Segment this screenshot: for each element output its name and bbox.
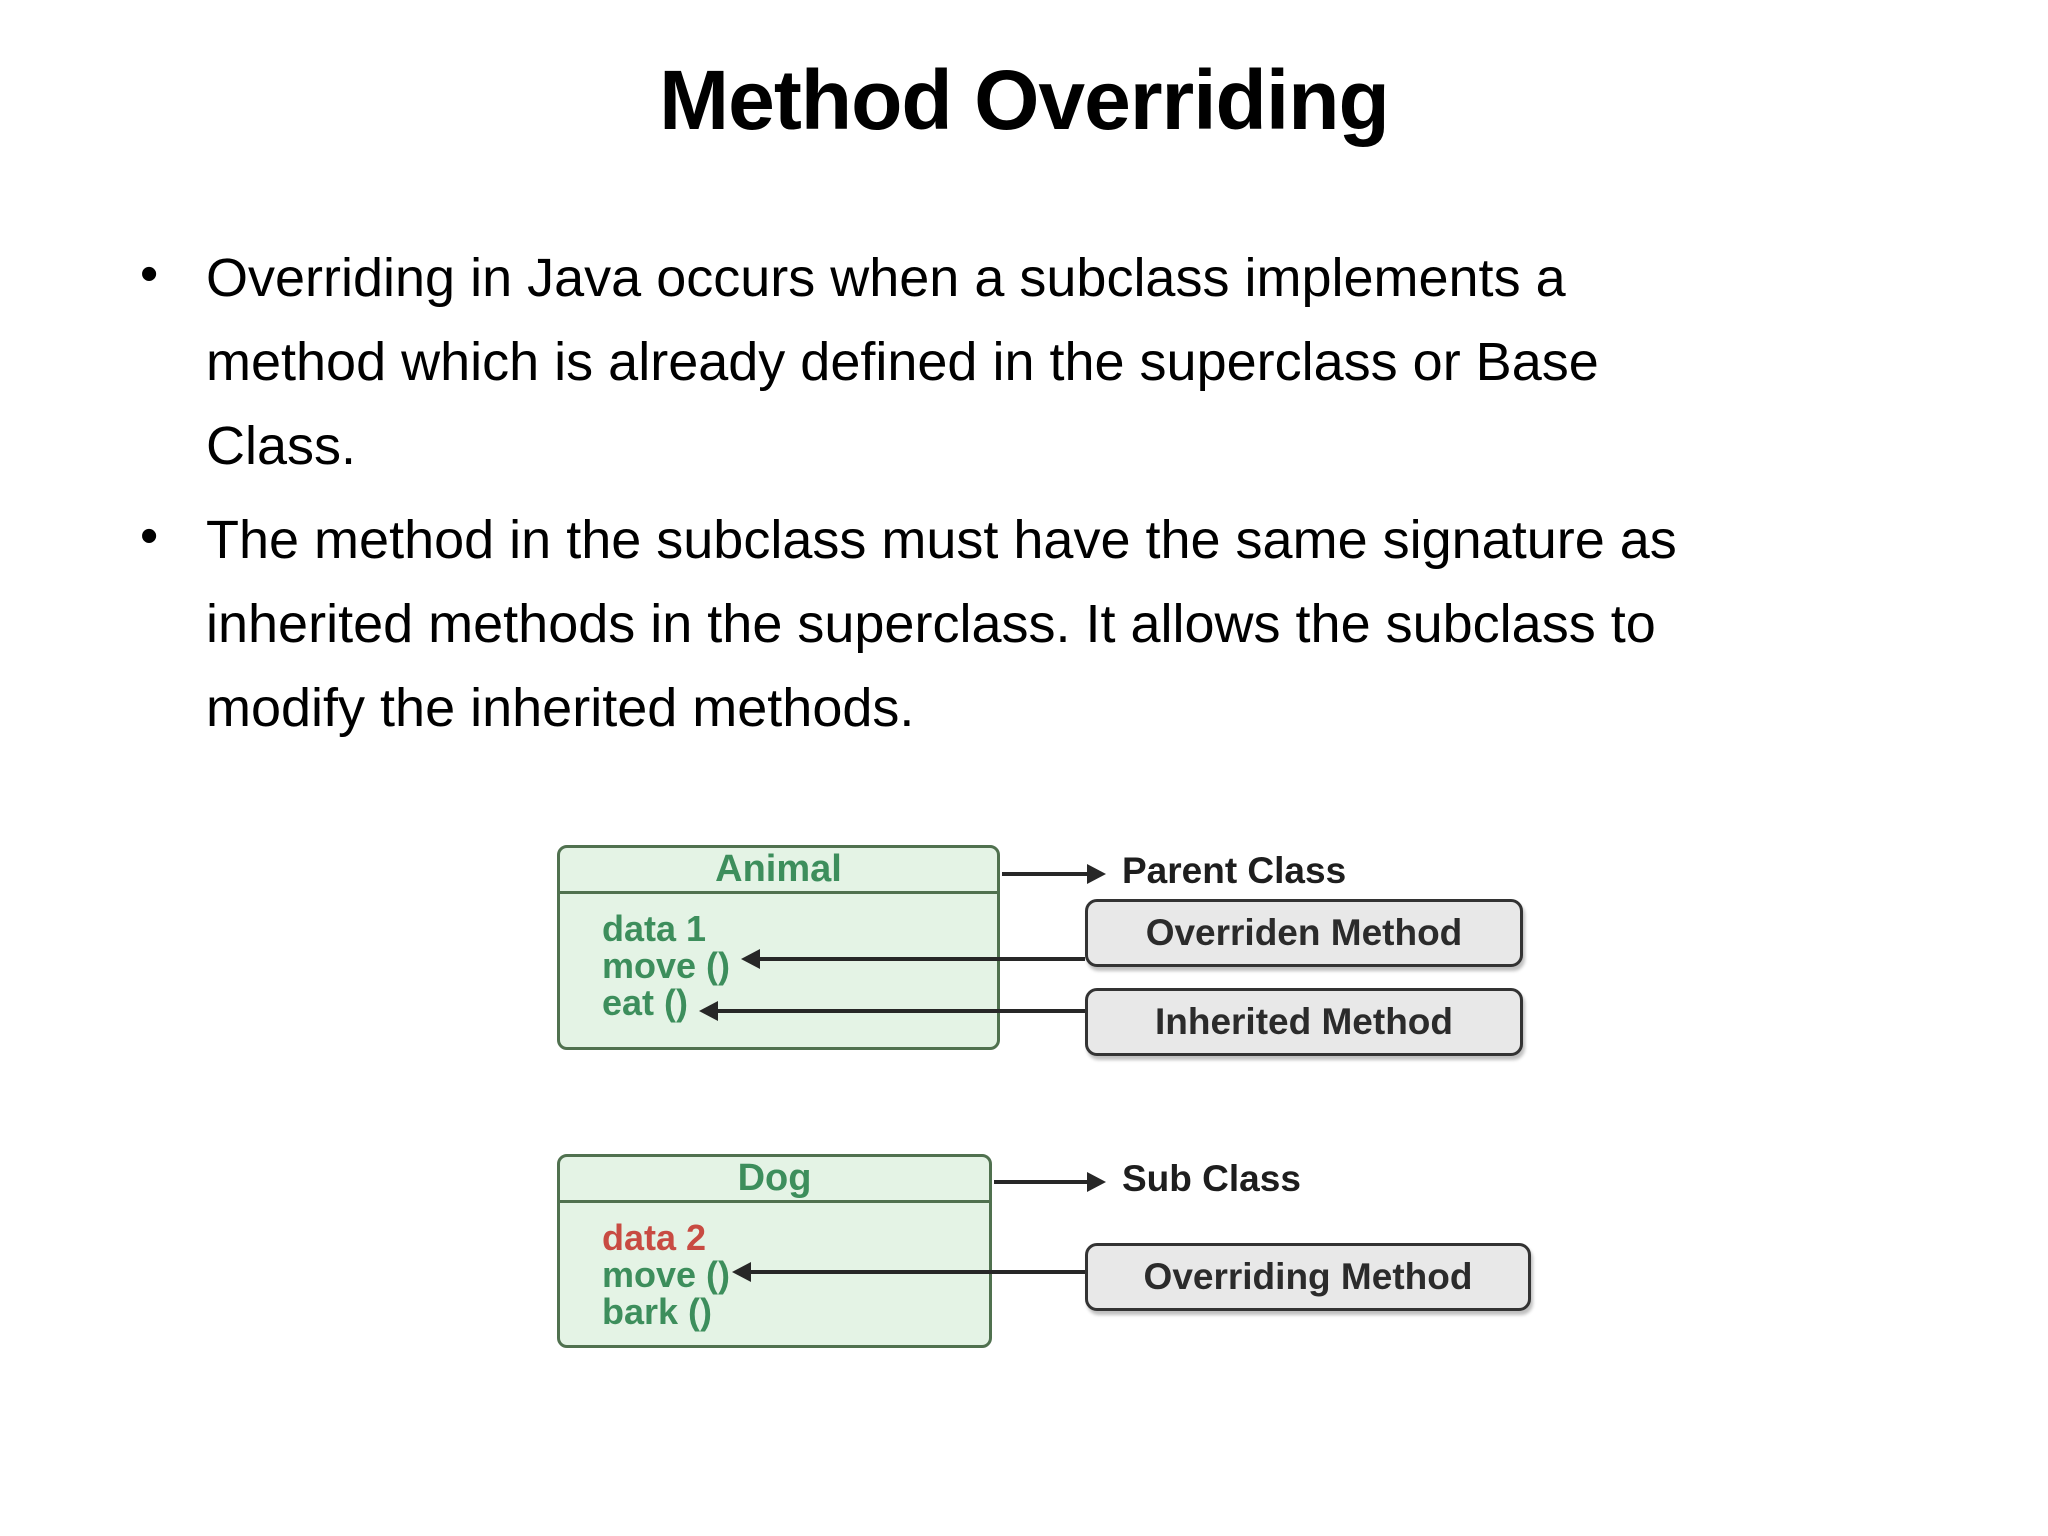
member-data2: data 2 (602, 1217, 707, 1258)
page-title: Method Overriding (659, 53, 1390, 147)
arrowhead-right-icon (1087, 864, 1106, 884)
arrowhead-right-icon (1087, 1172, 1106, 1192)
bullet-text-line: inherited methods in the superclass. It … (206, 594, 1656, 654)
parent-class-label: Parent Class (1122, 850, 1347, 891)
sub-class-arrow (994, 1172, 1106, 1192)
member-move: move () (602, 945, 731, 986)
animal-class-title: Animal (560, 848, 997, 894)
bullet-text-line: method which is already defined in the s… (206, 332, 1599, 392)
animal-class-members: data 1 move () eat () (560, 894, 997, 1021)
parent-class-arrow (1002, 864, 1106, 884)
overriden-method-arrow (741, 949, 1085, 969)
arrowhead-left-icon (732, 1262, 751, 1282)
inherited-method-box: Inherited Method (1085, 988, 1523, 1056)
bullet-text-line: Overriding in Java occurs when a subclas… (206, 248, 1566, 308)
arrowhead-left-icon (741, 949, 760, 969)
overriden-method-box: Overriden Method (1085, 899, 1523, 967)
bullet-text-line: modify the inherited methods. (206, 678, 915, 738)
dog-class-members: data 2 move () bark () (560, 1203, 989, 1330)
arrowhead-left-icon (699, 1001, 718, 1021)
member-data1: data 1 (602, 908, 707, 949)
inherited-method-arrow (699, 1001, 1085, 1021)
bullet-item: Overriding in Java occurs when a subclas… (136, 232, 1976, 488)
overriding-method-arrow (732, 1262, 1085, 1282)
bullet-list: Overriding in Java occurs when a subclas… (136, 232, 1976, 760)
animal-class-box: Animal data 1 move () eat () (557, 845, 1000, 1050)
bullet-text-line: The method in the subclass must have the… (206, 510, 1677, 570)
dog-class-title: Dog (560, 1157, 989, 1203)
sub-class-label: Sub Class (1122, 1158, 1301, 1199)
member-move: move () (602, 1254, 731, 1295)
member-eat: eat () (602, 982, 689, 1023)
overriding-method-box: Overriding Method (1085, 1243, 1531, 1311)
dog-class-box: Dog data 2 move () bark () (557, 1154, 992, 1348)
member-bark: bark () (602, 1291, 713, 1332)
bullet-text-line: Class. (206, 416, 357, 476)
bullet-item: The method in the subclass must have the… (136, 494, 1976, 750)
